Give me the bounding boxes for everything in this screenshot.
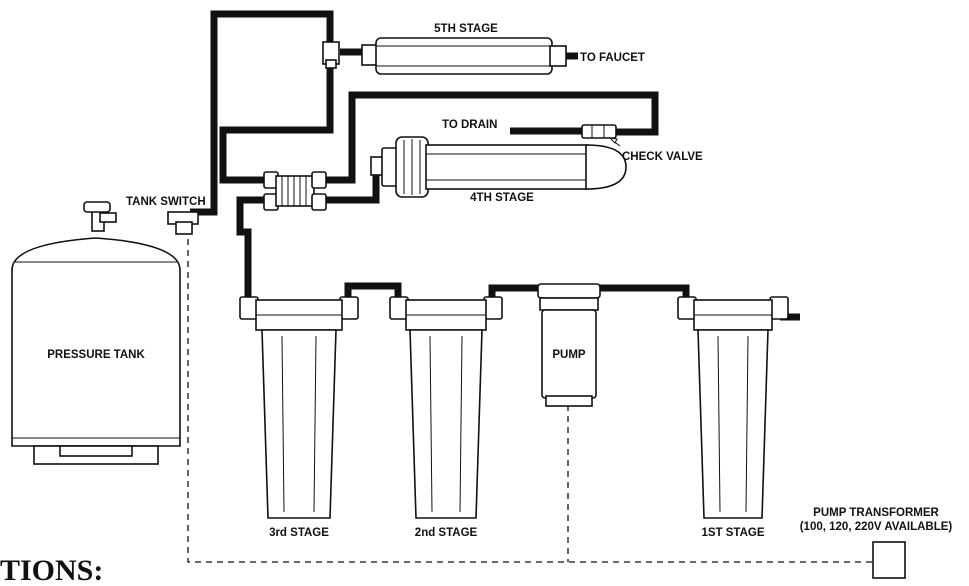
label-tank-switch: TANK SWITCH	[126, 196, 206, 208]
label-to-faucet: TO FAUCET	[580, 52, 645, 64]
stage4-membrane	[370, 124, 627, 198]
pressure-tank	[11, 201, 181, 465]
label-pump-transformer: PUMP TRANSFORMER	[813, 507, 939, 519]
wire-tank-switch	[187, 228, 873, 563]
connector-block	[263, 171, 327, 211]
section-heading-fragment: TIONS:	[0, 554, 103, 586]
label-stage5: 5TH STAGE	[434, 23, 498, 35]
electrical-wires	[187, 228, 873, 563]
pipe-3rd-stage-to-block	[236, 196, 268, 297]
pipe-3rd-to-2nd	[344, 282, 402, 297]
label-stage4: 4TH STAGE	[470, 192, 534, 204]
label-transformer-voltages: (100, 120, 220V AVAILABLE)	[800, 521, 953, 533]
stage3-canister	[239, 296, 359, 519]
stage5-filter	[322, 37, 567, 75]
pump	[537, 283, 601, 407]
pipe-block-to-4th-stage	[318, 91, 659, 184]
stage1-canister	[677, 296, 789, 519]
pipe-tank-to-5th-stage	[190, 10, 334, 216]
label-stage1: 1ST STAGE	[701, 527, 764, 539]
pipe-block-to-4th-lower	[318, 168, 380, 204]
pipe-pump-to-1st	[592, 284, 690, 297]
label-pressure-tank: PRESSURE TANK	[47, 349, 145, 361]
label-stage2: 2nd STAGE	[415, 527, 478, 539]
tank-switch	[167, 211, 199, 235]
label-to-drain: TO DRAIN	[442, 119, 497, 131]
label-stage3: 3rd STAGE	[269, 527, 329, 539]
label-pump: PUMP	[552, 349, 586, 361]
pipe-tee-to-4th-block	[219, 62, 334, 184]
label-check-valve: CHECK VALVE	[622, 151, 703, 163]
pump-transformer-box	[872, 541, 906, 579]
stage2-canister	[389, 296, 503, 519]
